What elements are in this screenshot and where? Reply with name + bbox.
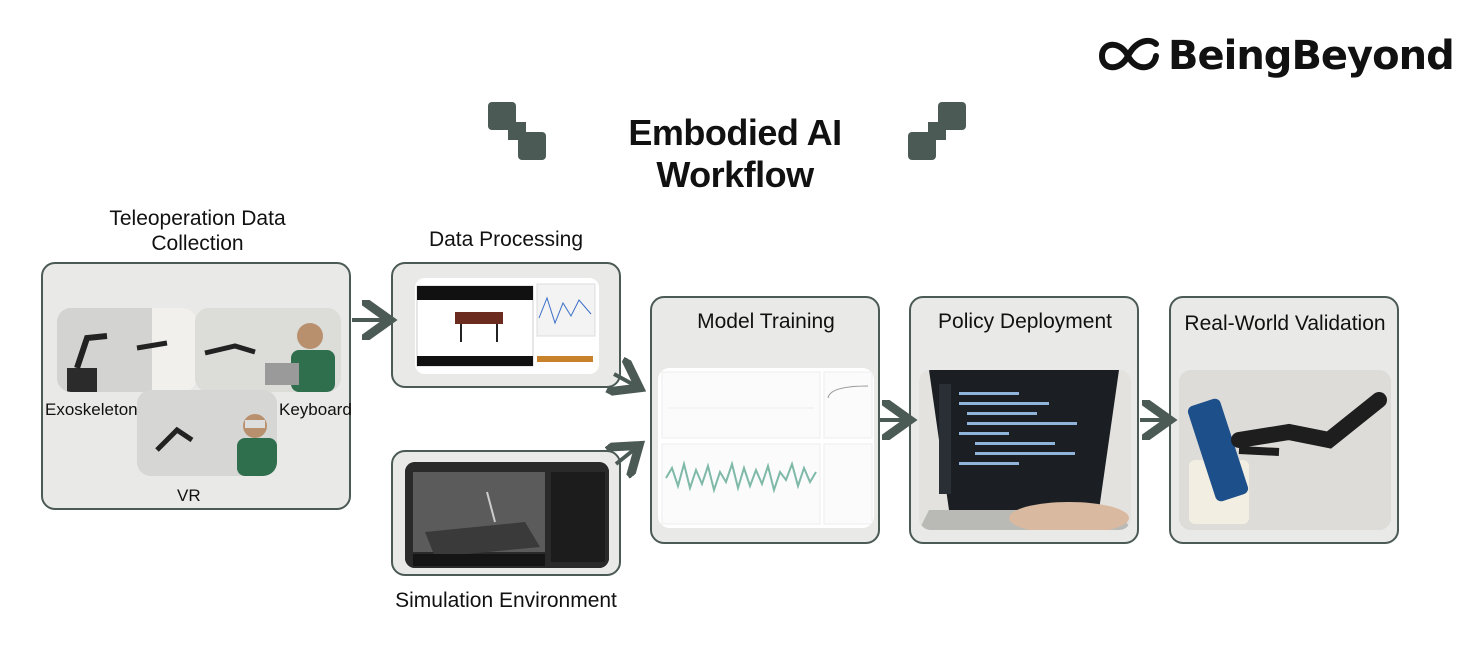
deployment-photo xyxy=(919,370,1131,530)
processing-label: Data Processing xyxy=(428,228,584,251)
teleop-label-line1: Teleoperation Data xyxy=(109,207,286,230)
teleop-label: Teleoperation Data Collection xyxy=(60,206,335,256)
training-panel: Model Training xyxy=(650,296,880,544)
simulation-screenshot xyxy=(405,462,609,568)
teleop-panel: Exoskeleton Keyboard VR xyxy=(41,262,352,510)
simulation-label: Simulation Environment xyxy=(395,589,617,612)
vr-photo xyxy=(137,390,277,476)
teleop-label-line2: Collection xyxy=(151,232,244,255)
brand-name: BeingBeyond xyxy=(1168,33,1455,79)
training-screenshot xyxy=(658,368,874,528)
exoskeleton-label: Exoskeleton xyxy=(45,400,138,419)
keyboard-photo xyxy=(195,308,341,392)
exoskeleton-photo xyxy=(57,308,197,392)
validation-panel: Real-World Validation xyxy=(1169,296,1399,544)
robot-hand-phone-icon xyxy=(1179,370,1391,530)
simulation-ui-icon xyxy=(405,462,609,568)
processing-ui-icon xyxy=(415,278,599,374)
validation-label: Real-World Validation xyxy=(1184,312,1386,335)
keyboard-scene-icon xyxy=(195,308,341,392)
deployment-panel: Policy Deployment xyxy=(909,296,1139,544)
alpha-infinity-logo-icon xyxy=(1099,37,1159,71)
training-charts-icon xyxy=(658,368,874,528)
validation-photo xyxy=(1179,370,1391,530)
deployment-label: Policy Deployment xyxy=(938,310,1112,333)
vr-label: VR xyxy=(177,486,201,505)
laptop-code-icon xyxy=(919,370,1131,530)
arrow-simulation-training xyxy=(616,448,636,464)
brand: BeingBeyond xyxy=(1098,30,1455,82)
processing-screenshot xyxy=(415,278,599,374)
right-decor-icon xyxy=(908,102,966,160)
vr-scene-icon xyxy=(137,390,277,476)
page-title: Embodied AI Workflow xyxy=(628,112,842,195)
robot-arm-icon xyxy=(57,308,197,392)
training-label: Model Training xyxy=(697,310,835,333)
processing-panel xyxy=(391,262,621,388)
keyboard-label: Keyboard xyxy=(279,400,352,419)
simulation-panel xyxy=(391,450,621,576)
left-decor-icon xyxy=(488,102,546,160)
arrow-processing-training xyxy=(614,374,636,386)
